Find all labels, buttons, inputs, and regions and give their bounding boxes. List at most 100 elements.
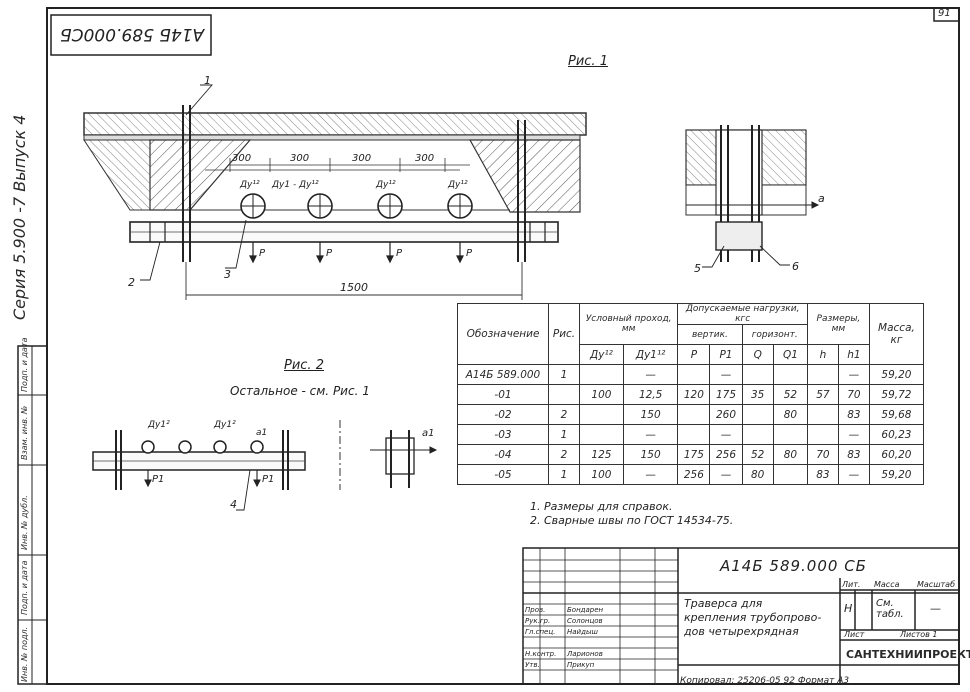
lit-header: Лит. — [842, 580, 861, 589]
cell: 2 — [548, 404, 580, 425]
fig2-pipe-3: а1 — [256, 428, 268, 438]
cell: 83 — [837, 404, 870, 425]
cell — [548, 384, 580, 405]
cell: 57 — [806, 384, 839, 405]
p-label-3: P — [396, 248, 403, 259]
dim-300-1: 300 — [232, 153, 252, 164]
note-2: 2. Сварные швы по ГОСТ 14534-75. — [530, 514, 734, 527]
cell: 1 — [548, 424, 580, 445]
cell: 1 — [548, 464, 580, 485]
th-p: P — [677, 344, 711, 365]
cell: 35 — [741, 384, 774, 405]
cell: 59,72 — [868, 384, 925, 405]
stamp-box — [50, 14, 212, 56]
th-q: Q — [741, 344, 774, 365]
cell: 256 — [709, 444, 743, 465]
cell — [772, 464, 808, 485]
dim-300-4: 300 — [415, 153, 435, 164]
signer-2: Утв. — [525, 661, 540, 669]
sign-name-2: Прикуп — [567, 661, 595, 669]
signer-5: Пров. — [525, 606, 546, 614]
mass-header: Масса — [874, 580, 900, 589]
callout-6: 6 — [792, 260, 799, 273]
cell: 80 — [741, 464, 774, 485]
rotated-stamp-text: А14Б 589.000СБ — [60, 24, 205, 44]
th-loads: Допускаемые нагрузки, кгс — [677, 303, 808, 325]
th-h1: h1 — [837, 344, 870, 365]
th-mass: Масса, кг — [868, 303, 925, 365]
p-label-1: P — [259, 248, 266, 259]
doc-code: А14Б 589.000 СБ — [720, 557, 867, 575]
sign-name-3: Найдыш — [567, 628, 598, 636]
fig2-pipe-1: Ду1² — [148, 420, 170, 430]
cell: — — [622, 364, 679, 385]
doc-name-2: крепления трубопрово- — [684, 611, 822, 624]
cell: — — [837, 464, 870, 485]
doc-name-1: Траверса для — [684, 597, 763, 610]
series-label: Серия 5.900 -7 Выпуск 4 — [10, 114, 29, 320]
cell: А14Б 589.000 — [457, 364, 549, 385]
cell: 80 — [772, 404, 808, 425]
cell: — — [837, 364, 870, 385]
th-p1: P1 — [709, 344, 743, 365]
cell: 1 — [548, 364, 580, 385]
th-horiz: горизонт. — [741, 324, 808, 345]
callout-1: 1 — [204, 74, 211, 87]
th-q1: Q1 — [772, 344, 808, 365]
cell: 120 — [677, 384, 711, 405]
fig2-pipe-2: Ду1² — [214, 420, 236, 430]
stamp-sign-date-2: Подп. и дата — [20, 560, 29, 616]
sheets-label: Листов 1 — [900, 630, 938, 639]
sign-name-5: Бондарен — [567, 606, 604, 614]
page-number: 91 — [938, 8, 951, 19]
th-h: h — [806, 344, 839, 365]
cell: -02 — [457, 404, 549, 425]
beam-left — [149, 139, 252, 211]
cell: -01 — [457, 384, 549, 405]
th-designation: Обозначение — [457, 303, 549, 365]
cell — [806, 404, 839, 425]
stamp-orig-inv: Инв. № подл. — [20, 626, 29, 682]
th-fig: Рис. — [548, 303, 580, 365]
note-1: 1. Размеры для справок. — [530, 500, 673, 513]
cell: -05 — [457, 464, 549, 485]
cell: 60,23 — [868, 424, 925, 445]
dim-1500: 1500 — [340, 281, 368, 294]
cell: 175 — [677, 444, 711, 465]
cell: 2 — [548, 444, 580, 465]
title-block — [522, 547, 960, 685]
cell: -04 — [457, 444, 549, 465]
cell: 12,5 — [622, 384, 679, 405]
cell — [772, 424, 808, 445]
cell: -03 — [457, 424, 549, 445]
fig2-subtitle: Остальное - см. Рис. 1 — [230, 384, 370, 398]
arrow-a1-label: a1 — [422, 428, 435, 439]
pipe-label-4: Ду¹² — [448, 180, 468, 190]
callout-5: 5 — [694, 262, 701, 275]
cell: 175 — [709, 384, 743, 405]
th-du1: Ду1¹² — [622, 344, 679, 365]
p-label-4: P — [466, 248, 473, 259]
mass-value: См. табл. — [876, 598, 904, 620]
cell — [677, 404, 711, 425]
th-nominal: Условный проход, мм — [578, 303, 679, 345]
cell: 70 — [806, 444, 839, 465]
page-number-box — [933, 7, 960, 22]
doc-name-3: дов четырехрядная — [684, 625, 799, 638]
callout-3: 3 — [224, 268, 231, 281]
cell — [677, 364, 711, 385]
cell — [806, 424, 839, 445]
cell: 150 — [622, 444, 679, 465]
scale-header: Масштаб — [917, 580, 956, 589]
pipe-label-1: Ду¹² — [240, 180, 260, 190]
th-du: Ду¹² — [579, 344, 624, 365]
fig2-p1-left: P1 — [152, 474, 165, 485]
cell: 70 — [837, 384, 870, 405]
cell: — — [709, 464, 743, 485]
